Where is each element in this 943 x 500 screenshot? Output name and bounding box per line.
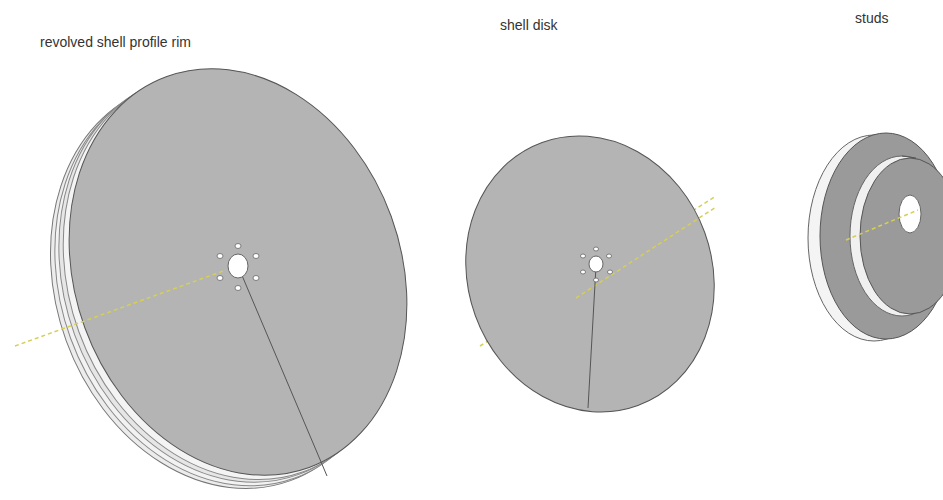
part-label: studs [855,10,888,27]
disk-part [427,101,752,448]
rim-part [0,21,464,500]
part-label: revolved shell profile rim [40,34,191,51]
part-label: shell disk [500,17,558,34]
stud-part [808,133,943,341]
